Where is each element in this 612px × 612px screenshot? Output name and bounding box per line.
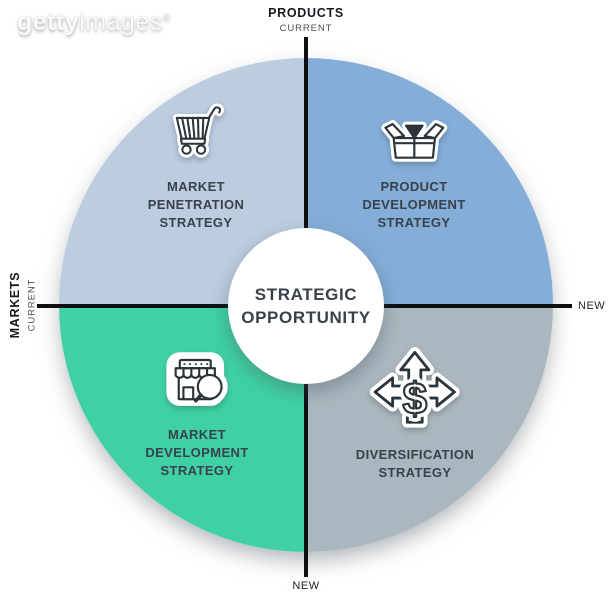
products-new-label: NEW [578, 300, 606, 312]
label-line: PENETRATION [147, 197, 245, 212]
market-penetration-block: MARKET PENETRATION STRATEGY [148, 100, 245, 232]
open-box-icon [380, 120, 447, 162]
center-title: STRATEGIC OPPORTUNITY [241, 283, 370, 329]
markets-current-label: CURRENT [26, 278, 38, 332]
market-development-label: MARKET DEVELOPMENT STRATEGY [145, 426, 248, 480]
markets-axis-title: MARKETS [8, 271, 22, 339]
label-line: DIVERSIFICATION [355, 447, 475, 462]
label-line: MARKET [166, 179, 226, 194]
watermark-brand-bold: getty [17, 8, 80, 36]
getty-watermark: gettyimages® [17, 8, 171, 37]
market-development-block: MARKET DEVELOPMENT STRATEGY [145, 346, 248, 480]
watermark-registered-mark: ® [162, 12, 171, 24]
label-line: DEVELOPMENT [145, 445, 249, 460]
center-circle: STRATEGIC OPPORTUNITY [228, 228, 384, 384]
storefront-search-icon [166, 352, 228, 406]
dollar-glyph: $ [403, 375, 428, 424]
dollar-glyph-halo: $ [403, 375, 428, 424]
product-development-block: PRODUCT DEVELOPMENT STRATEGY [362, 111, 465, 232]
label-line: STRATEGY [160, 463, 234, 478]
label-line: PRODUCT [380, 179, 448, 194]
expansion-arrows-dollar-icon: $ $ $ [369, 347, 461, 429]
watermark-brand-light: images [79, 8, 163, 36]
label-line: MARKET [167, 427, 227, 442]
shopping-cart-icon [173, 103, 225, 158]
products-axis-title: PRODUCTS [268, 6, 344, 20]
center-title-line-2: OPPORTUNITY [241, 308, 371, 327]
diversification-block: $ $ $ DIVERSIFICATION STRATEGY [356, 347, 474, 482]
markets-new-label: NEW [292, 580, 320, 592]
market-penetration-label: MARKET PENETRATION STRATEGY [148, 178, 245, 232]
products-current-label: CURRENT [279, 23, 333, 34]
label-line: STRATEGY [378, 465, 452, 480]
diversification-label: DIVERSIFICATION STRATEGY [356, 446, 474, 482]
label-line: STRATEGY [159, 215, 233, 230]
center-title-line-1: STRATEGIC [254, 285, 358, 304]
product-development-label: PRODUCT DEVELOPMENT STRATEGY [362, 178, 465, 232]
label-line: STRATEGY [377, 215, 451, 230]
label-line: DEVELOPMENT [362, 197, 466, 212]
